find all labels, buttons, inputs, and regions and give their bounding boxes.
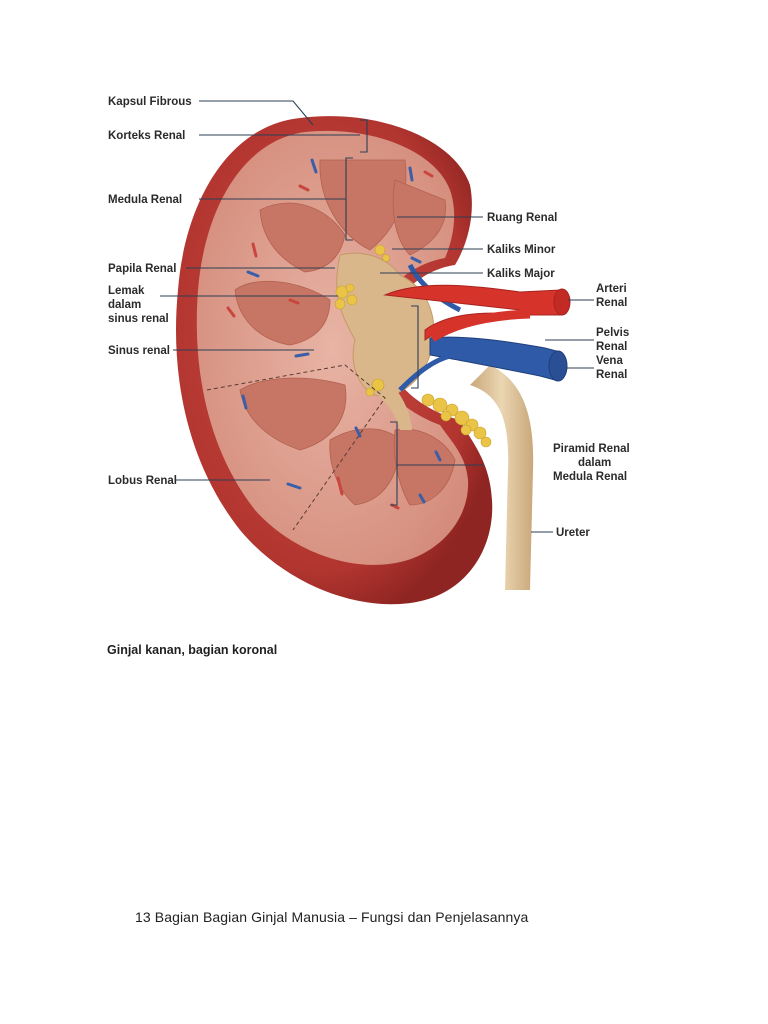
label-ureter: Ureter <box>556 527 590 539</box>
label-arteri-line1: Arteri <box>596 283 627 295</box>
label-lemak-line3: sinus renal <box>108 313 169 325</box>
label-arteri-line2: Renal <box>596 297 627 309</box>
label-medula-renal: Medula Renal <box>108 194 182 206</box>
label-piramid-line3: Medula Renal <box>553 471 627 483</box>
label-pelvis-line2: Renal <box>596 341 627 353</box>
label-lobus-renal: Lobus Renal <box>108 475 177 487</box>
label-lemak-line1: Lemak <box>108 285 145 297</box>
label-piramid-line1: Piramid Renal <box>553 443 630 455</box>
page-footer-title: 13 Bagian Bagian Ginjal Manusia – Fungsi… <box>135 909 529 925</box>
interlobar-vessels <box>226 158 442 510</box>
renal-pyramids <box>234 159 456 506</box>
label-pelvis-line1: Pelvis <box>596 327 629 339</box>
label-kaliks-major: Kaliks Major <box>487 268 555 280</box>
renal-lobe-outline <box>206 364 386 531</box>
label-vena-line2: Renal <box>596 369 627 381</box>
label-papila-renal: Papila Renal <box>108 263 176 275</box>
label-sinus-renal: Sinus renal <box>108 345 170 357</box>
kidney-diagram: Kapsul Fibrous Korteks Renal Medula Rena… <box>108 96 630 605</box>
label-kapsul-fibrous: Kapsul Fibrous <box>108 96 192 108</box>
vessel-leaders <box>545 299 594 369</box>
ureter-shape <box>470 365 534 590</box>
label-piramid-line2: dalam <box>578 457 611 469</box>
sinus-fat <box>334 244 492 448</box>
label-lemak-line2: dalam <box>108 299 141 311</box>
label-ruang-renal: Ruang Renal <box>487 212 557 224</box>
figure-caption: Ginjal kanan, bagian koronal <box>107 643 278 657</box>
label-vena-line1: Vena <box>596 355 623 367</box>
renal-artery <box>383 284 571 342</box>
label-korteks-renal: Korteks Renal <box>108 130 185 142</box>
leader-lines <box>160 100 553 533</box>
label-kaliks-minor: Kaliks Minor <box>487 244 556 256</box>
